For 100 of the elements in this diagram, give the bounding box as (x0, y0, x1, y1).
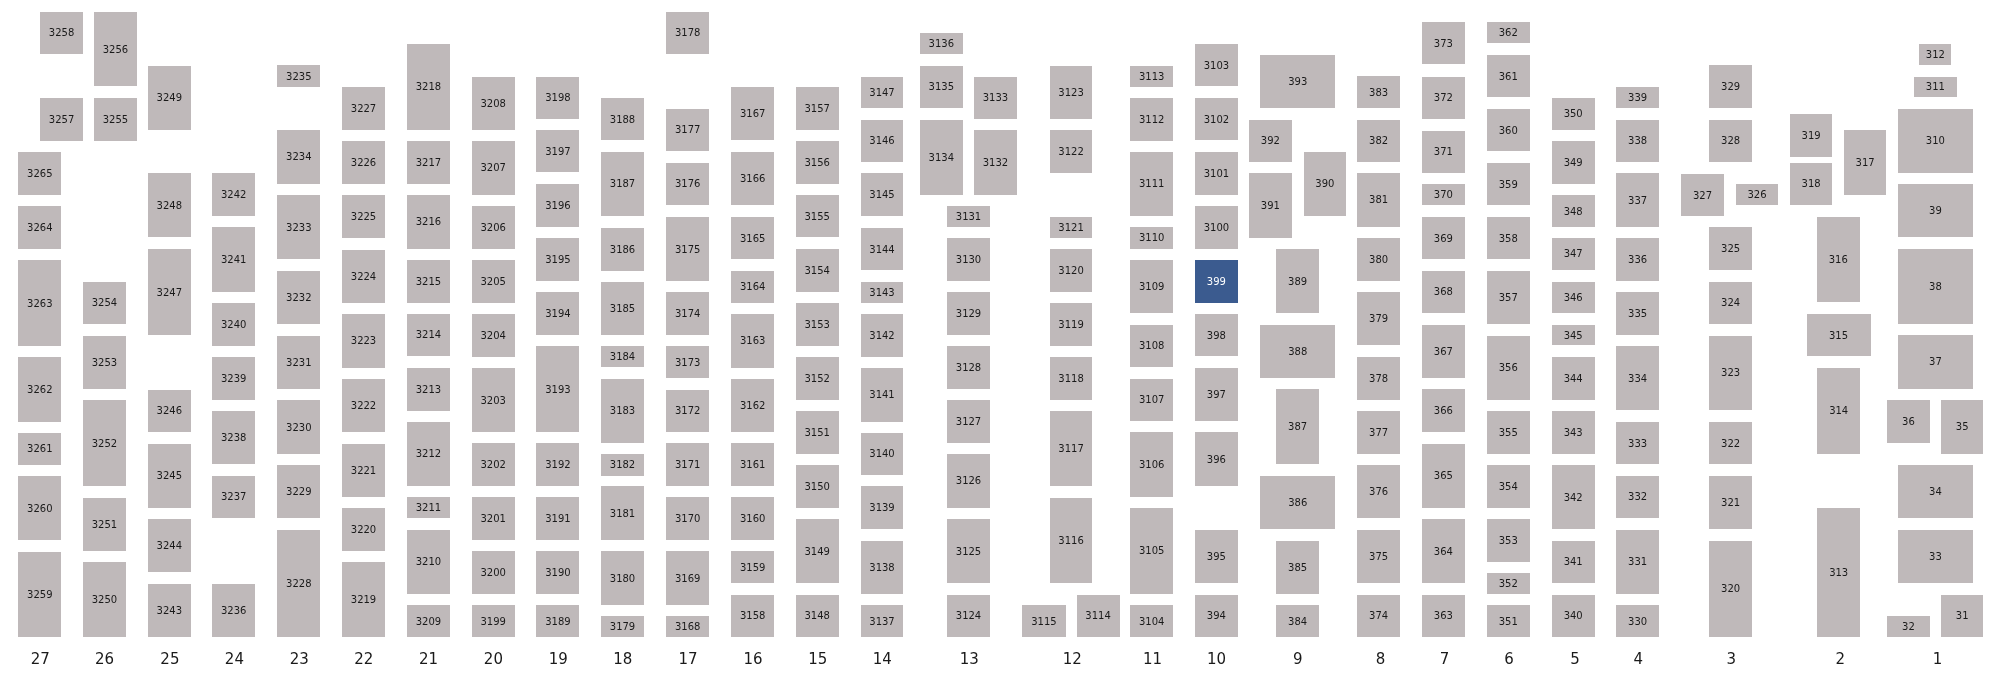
numbered-block: 385 (1276, 540, 1319, 594)
numbered-block: 320 (1709, 540, 1752, 638)
numbered-block: 3195 (536, 237, 580, 281)
numbered-block: 370 (1422, 184, 1465, 205)
numbered-block: 3204 (471, 313, 515, 357)
numbered-block: 324 (1709, 281, 1752, 324)
numbered-block: 3145 (860, 173, 904, 216)
numbered-block: 346 (1551, 281, 1595, 314)
numbered-block: 31 (1941, 594, 1984, 638)
numbered-block: 381 (1357, 173, 1400, 227)
numbered-block: 3256 (93, 11, 137, 87)
numbered-block: 351 (1486, 605, 1530, 638)
numbered-block: 339 (1616, 86, 1659, 109)
numbered-block: 3219 (342, 562, 385, 638)
numbered-block: 3129 (947, 292, 990, 336)
numbered-block: 359 (1486, 163, 1530, 206)
numbered-block: 3194 (536, 292, 580, 336)
numbered-block: 3217 (407, 141, 450, 184)
numbered-block: 3264 (18, 206, 62, 249)
numbered-block: 341 (1551, 540, 1595, 584)
numbered-block: 369 (1422, 217, 1465, 260)
numbered-block: 3253 (83, 335, 126, 390)
numbered-block: 3230 (277, 400, 321, 454)
numbered-block: 340 (1551, 594, 1595, 638)
numbered-block: 3158 (731, 594, 775, 638)
numbered-block: 3134 (919, 119, 963, 195)
numbered-block: 3216 (407, 195, 450, 249)
numbered-block: 330 (1616, 605, 1659, 638)
numbered-block: 3207 (471, 141, 515, 195)
numbered-block: 3202 (471, 443, 515, 486)
numbered-block: 3147 (860, 76, 904, 109)
numbered-block: 3173 (666, 345, 710, 379)
numbered-block: 312 (1919, 43, 1952, 65)
numbered-block: 3222 (342, 378, 385, 433)
numbered-block: 3164 (731, 270, 775, 303)
numbered-block: 396 (1195, 432, 1238, 486)
column-number: 1 (1932, 650, 1943, 668)
numbered-block: 363 (1422, 594, 1465, 638)
numbered-block: 3105 (1130, 508, 1174, 594)
column-number: 10 (1207, 650, 1227, 668)
numbered-block: 329 (1709, 65, 1752, 108)
column-number: 12 (1062, 650, 1082, 668)
numbered-block: 3224 (342, 249, 385, 303)
numbered-block: 395 (1195, 529, 1238, 584)
numbered-block: 3133 (973, 76, 1018, 119)
numbered-block: 3176 (666, 162, 710, 206)
numbered-block: 344 (1551, 357, 1595, 400)
numbered-block: 3257 (40, 98, 83, 141)
numbered-block: 3215 (407, 259, 450, 303)
column-number: 13 (959, 650, 979, 668)
numbered-block: 3245 (147, 443, 191, 508)
numbered-block: 3196 (536, 183, 580, 227)
numbered-block: 36 (1887, 400, 1930, 443)
numbered-block: 3199 (471, 605, 515, 638)
numbered-block: 391 (1249, 173, 1292, 238)
numbered-block: 3201 (471, 497, 515, 541)
numbered-block: 390 (1303, 151, 1347, 217)
column-number: 2 (1835, 650, 1846, 668)
numbered-block: 389 (1276, 249, 1319, 314)
numbered-block: 3190 (536, 551, 580, 595)
numbered-block: 3177 (666, 108, 710, 152)
numbered-block: 3127 (947, 400, 990, 443)
numbered-block: 317 (1843, 130, 1887, 195)
column-number: 14 (872, 650, 892, 668)
column-number: 5 (1570, 650, 1580, 668)
numbered-block: 392 (1249, 119, 1292, 163)
numbered-block: 3198 (536, 76, 580, 119)
numbered-block: 372 (1422, 76, 1465, 119)
numbered-block: 3186 (601, 227, 644, 271)
numbered-block: 3120 (1049, 249, 1093, 292)
numbered-block: 3153 (795, 303, 839, 346)
numbered-block: 314 (1817, 368, 1861, 454)
numbered-block: 3197 (536, 129, 580, 173)
numbered-block: 3110 (1130, 227, 1174, 249)
column-number: 23 (289, 650, 309, 668)
numbered-block: 326 (1735, 184, 1779, 206)
numbered-block: 34 (1897, 465, 1973, 519)
numbered-block: 3183 (601, 378, 644, 443)
numbered-block: 3159 (731, 551, 775, 584)
numbered-block: 383 (1357, 76, 1400, 109)
numbered-block: 3102 (1195, 97, 1238, 141)
numbered-block: 3221 (342, 443, 385, 497)
numbered-block: 3115 (1022, 605, 1066, 638)
numbered-block: 3260 (18, 475, 62, 541)
numbered-block: 382 (1357, 119, 1400, 163)
numbered-block: 33 (1897, 530, 1973, 584)
numbered-block: 3239 (212, 357, 256, 400)
numbered-block: 3238 (212, 411, 256, 465)
numbered-block: 3162 (731, 378, 775, 433)
numbered-block: 3106 (1130, 432, 1174, 497)
numbered-block: 356 (1486, 335, 1530, 400)
numbered-block: 3255 (93, 98, 137, 141)
numbered-block: 373 (1422, 22, 1465, 65)
numbered-block: 3112 (1130, 98, 1174, 141)
column-number: 9 (1293, 650, 1303, 668)
numbered-block: 3185 (601, 281, 644, 336)
numbered-block: 3251 (83, 497, 126, 551)
numbered-block: 3234 (277, 130, 321, 184)
numbered-block: 3188 (601, 97, 644, 141)
numbered-block: 3122 (1049, 130, 1093, 173)
